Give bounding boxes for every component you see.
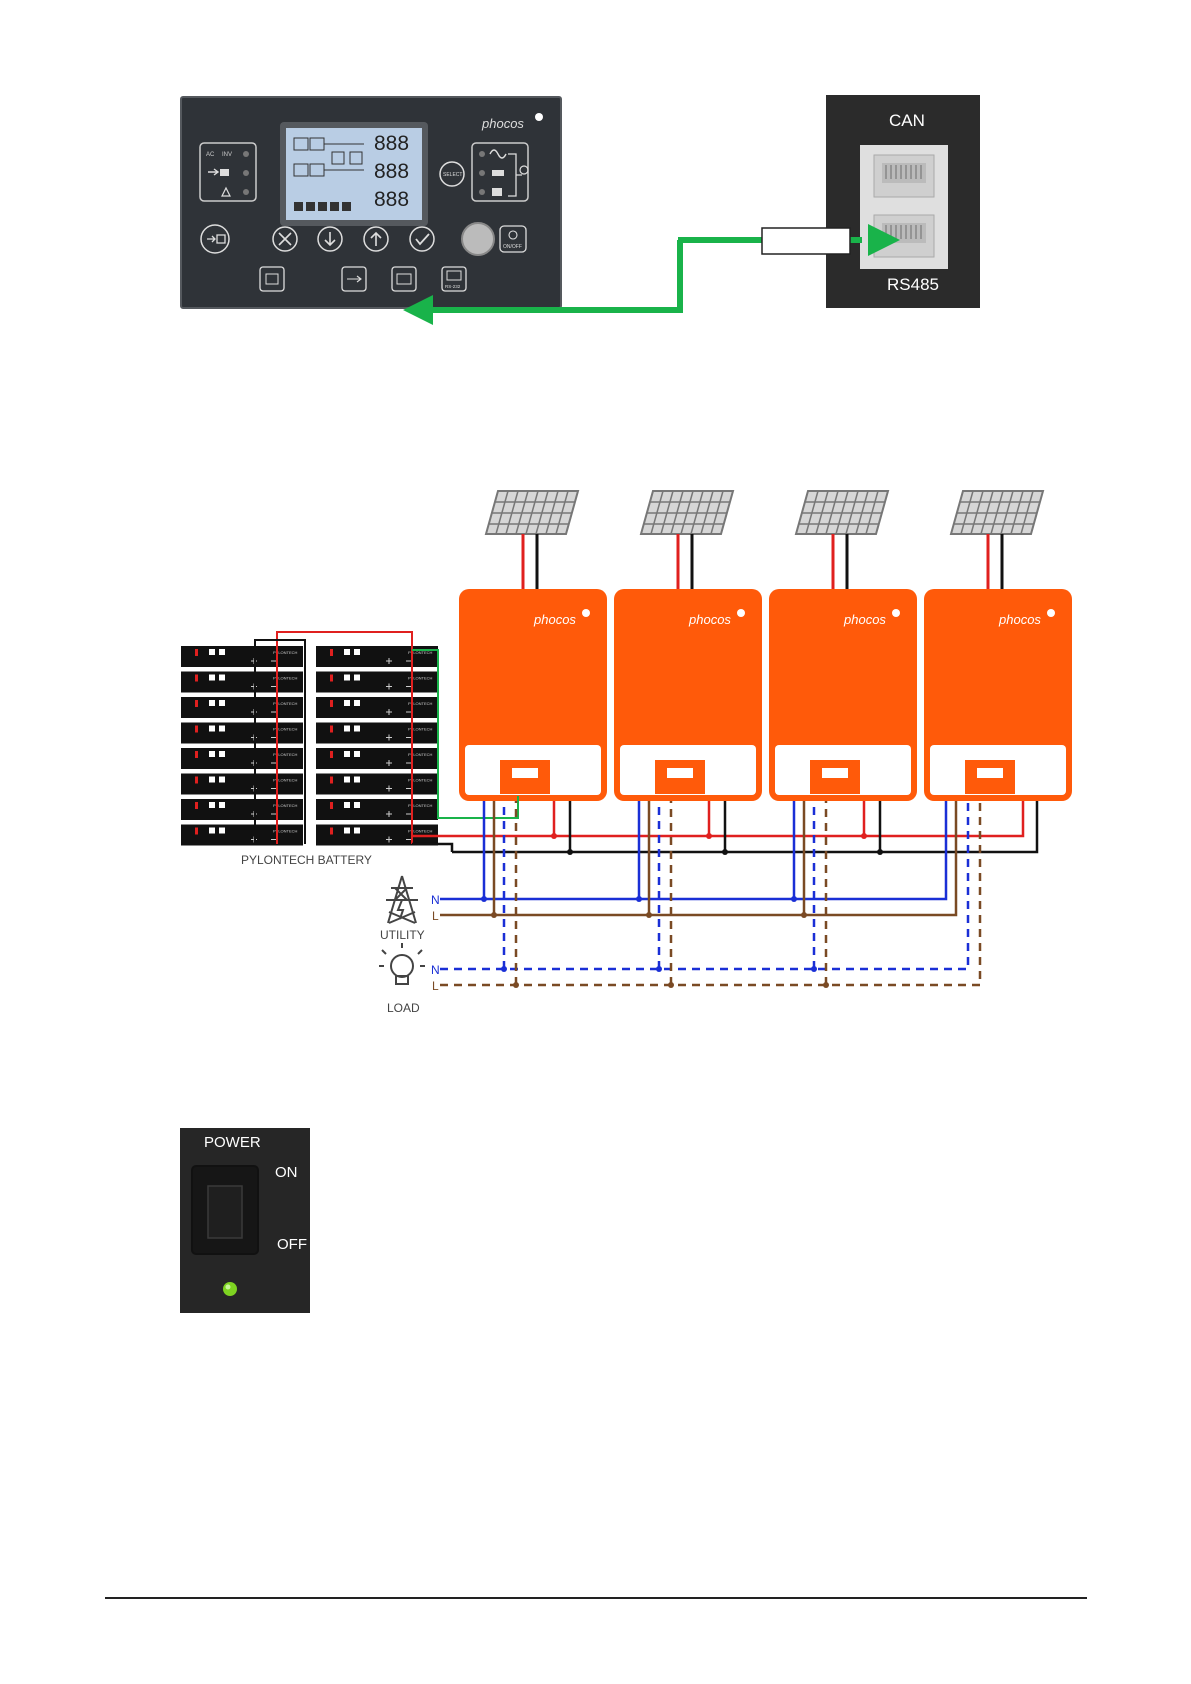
inverter-2: phocos bbox=[614, 589, 762, 801]
utility-tower-icon bbox=[386, 876, 418, 923]
battery-module: PYLONTECH bbox=[181, 672, 303, 693]
inverter-1-brand: phocos bbox=[533, 612, 576, 627]
battery-module: PYLONTECH bbox=[181, 748, 303, 769]
load-n-label: N bbox=[431, 963, 440, 977]
solar-panel-2 bbox=[641, 491, 733, 589]
page-footer-rule bbox=[105, 1597, 1087, 1599]
battery-module: PYLONTECH bbox=[316, 672, 438, 693]
off-label: OFF bbox=[277, 1236, 307, 1253]
battery-module: PYLONTECH bbox=[181, 646, 303, 667]
power-led-indicator bbox=[221, 1280, 239, 1298]
utility-l-label: L bbox=[432, 909, 439, 923]
inverter-1: phocos bbox=[459, 589, 607, 801]
parallel-system-diagram: phocos phocos phocos phocos PYLONTECHPYL… bbox=[0, 470, 1191, 1030]
inverter-3-brand: phocos bbox=[843, 612, 886, 627]
inverter-2-brand: phocos bbox=[688, 612, 731, 627]
battery-module: PYLONTECH bbox=[181, 799, 303, 820]
cable-arrow-right bbox=[868, 224, 900, 256]
solar-panel-3 bbox=[796, 491, 888, 589]
communication-cable bbox=[0, 0, 1191, 330]
battery-module: PYLONTECH bbox=[316, 774, 438, 795]
load-l-label: L bbox=[432, 979, 439, 993]
cable-connector bbox=[762, 228, 850, 254]
battery-module: PYLONTECH bbox=[316, 697, 438, 718]
battery-module: PYLONTECH bbox=[316, 799, 438, 820]
battery-module: PYLONTECH bbox=[181, 825, 303, 846]
inverter-3: phocos bbox=[769, 589, 917, 801]
utility-n-label: N bbox=[431, 893, 440, 907]
battery-label: PYLONTECH BATTERY bbox=[241, 853, 372, 867]
solar-panel-1 bbox=[486, 491, 578, 589]
on-label: ON bbox=[275, 1164, 298, 1181]
battery-module: PYLONTECH bbox=[316, 723, 438, 744]
light-bulb-icon bbox=[379, 943, 425, 984]
cable-path bbox=[425, 240, 680, 310]
power-title: POWER bbox=[204, 1134, 261, 1151]
load-label: LOAD bbox=[387, 1001, 420, 1015]
solar-panel-4 bbox=[951, 491, 1043, 589]
utility-label: UTILITY bbox=[380, 928, 425, 942]
inverter-4: phocos bbox=[924, 589, 1072, 801]
battery-module: PYLONTECH bbox=[181, 774, 303, 795]
pylontech-battery-bank: PYLONTECH PYLONTECH PYLONTECH PYLONTECH PYLO… bbox=[181, 646, 438, 846]
battery-module: PYLONTECH bbox=[316, 748, 438, 769]
cable-arrow-left bbox=[403, 295, 433, 325]
battery-module: PYLONTECH bbox=[181, 723, 303, 744]
inverter-4-brand: phocos bbox=[998, 612, 1041, 627]
power-switch-panel: POWER ON OFF bbox=[180, 1128, 310, 1313]
battery-module: PYLONTECH bbox=[181, 697, 303, 718]
rocker-switch[interactable] bbox=[190, 1164, 262, 1256]
